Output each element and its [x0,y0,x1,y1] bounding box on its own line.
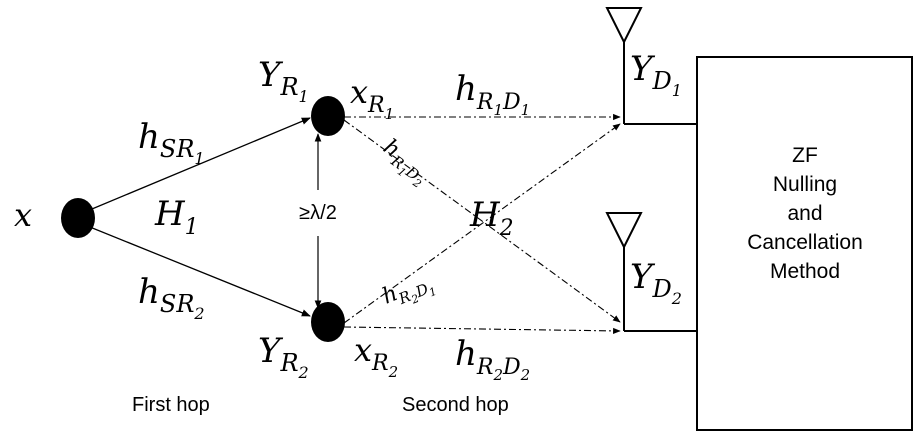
link-r1-d2 [343,119,621,323]
receiver-box-text: ZF Nulling and Cancellation Method [747,144,863,283]
h-sr2-label: hSR2 [138,272,205,323]
first-hop-caption: First hop [132,394,210,416]
y-d1-label: YD1 [630,49,682,100]
box-line-3: and [787,202,822,225]
h-r2d2-label: hR2D2 [455,334,530,384]
h-r1d1-label: hR1D1 [455,69,530,119]
source-label: x [14,196,32,234]
h2-label: H2 [469,195,514,241]
link-r2-d1 [343,123,621,324]
receiver-box [696,56,913,431]
h1-label: H1 [154,194,199,240]
y-r2-label: YR2 [258,331,309,382]
separation-label: ≥λ/2 [299,202,337,224]
antenna-d2 [605,212,697,332]
y-r1-label: YR1 [258,55,309,106]
link-s-r1 [79,117,311,215]
h-r2d1-label: hR2D1 [379,267,439,316]
y-d2-label: YD2 [630,257,682,308]
link-s-r2 [79,222,311,317]
x-r2-label: xR2 [354,331,398,381]
source-node [61,198,95,238]
link-r2-d2 [343,326,621,334]
h-r1d2-label: hR1D2 [374,135,434,191]
box-line-4: Cancellation [747,231,863,254]
h-sr1-label: hSR1 [138,117,205,168]
second-hop-caption: Second hop [402,394,509,416]
box-line-1: ZF [792,144,818,167]
relay-node-2 [311,302,345,342]
box-line-5: Method [770,260,840,283]
x-r1-label: xR1 [350,73,394,123]
antenna-d1 [605,7,697,125]
box-line-2: Nulling [773,173,837,196]
relay-node-1 [311,96,345,136]
